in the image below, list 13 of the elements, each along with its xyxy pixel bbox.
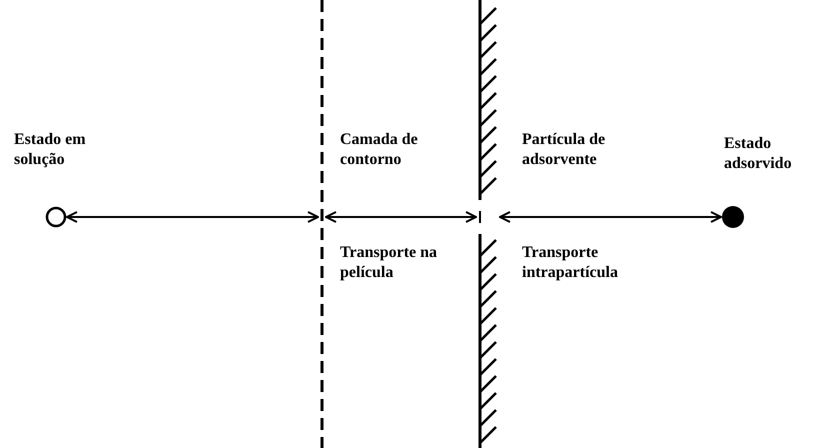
dashed-boundary-line xyxy=(318,0,326,448)
open-circle xyxy=(45,206,67,228)
state-label: Camada de contorno xyxy=(340,130,419,170)
edge-label: Transporte na película xyxy=(340,243,438,283)
edge-label: Transporte intrapartícula xyxy=(522,243,619,283)
state-label: Partícula de adsorvente xyxy=(522,130,606,170)
double-arrow xyxy=(325,211,477,223)
hatched-wall xyxy=(476,0,500,448)
double-arrow xyxy=(66,211,319,223)
state-label: Estado adsorvido xyxy=(724,134,793,174)
double-arrow xyxy=(499,211,722,223)
state-label: Estado em solução xyxy=(14,130,87,170)
filled-circle xyxy=(721,205,745,229)
